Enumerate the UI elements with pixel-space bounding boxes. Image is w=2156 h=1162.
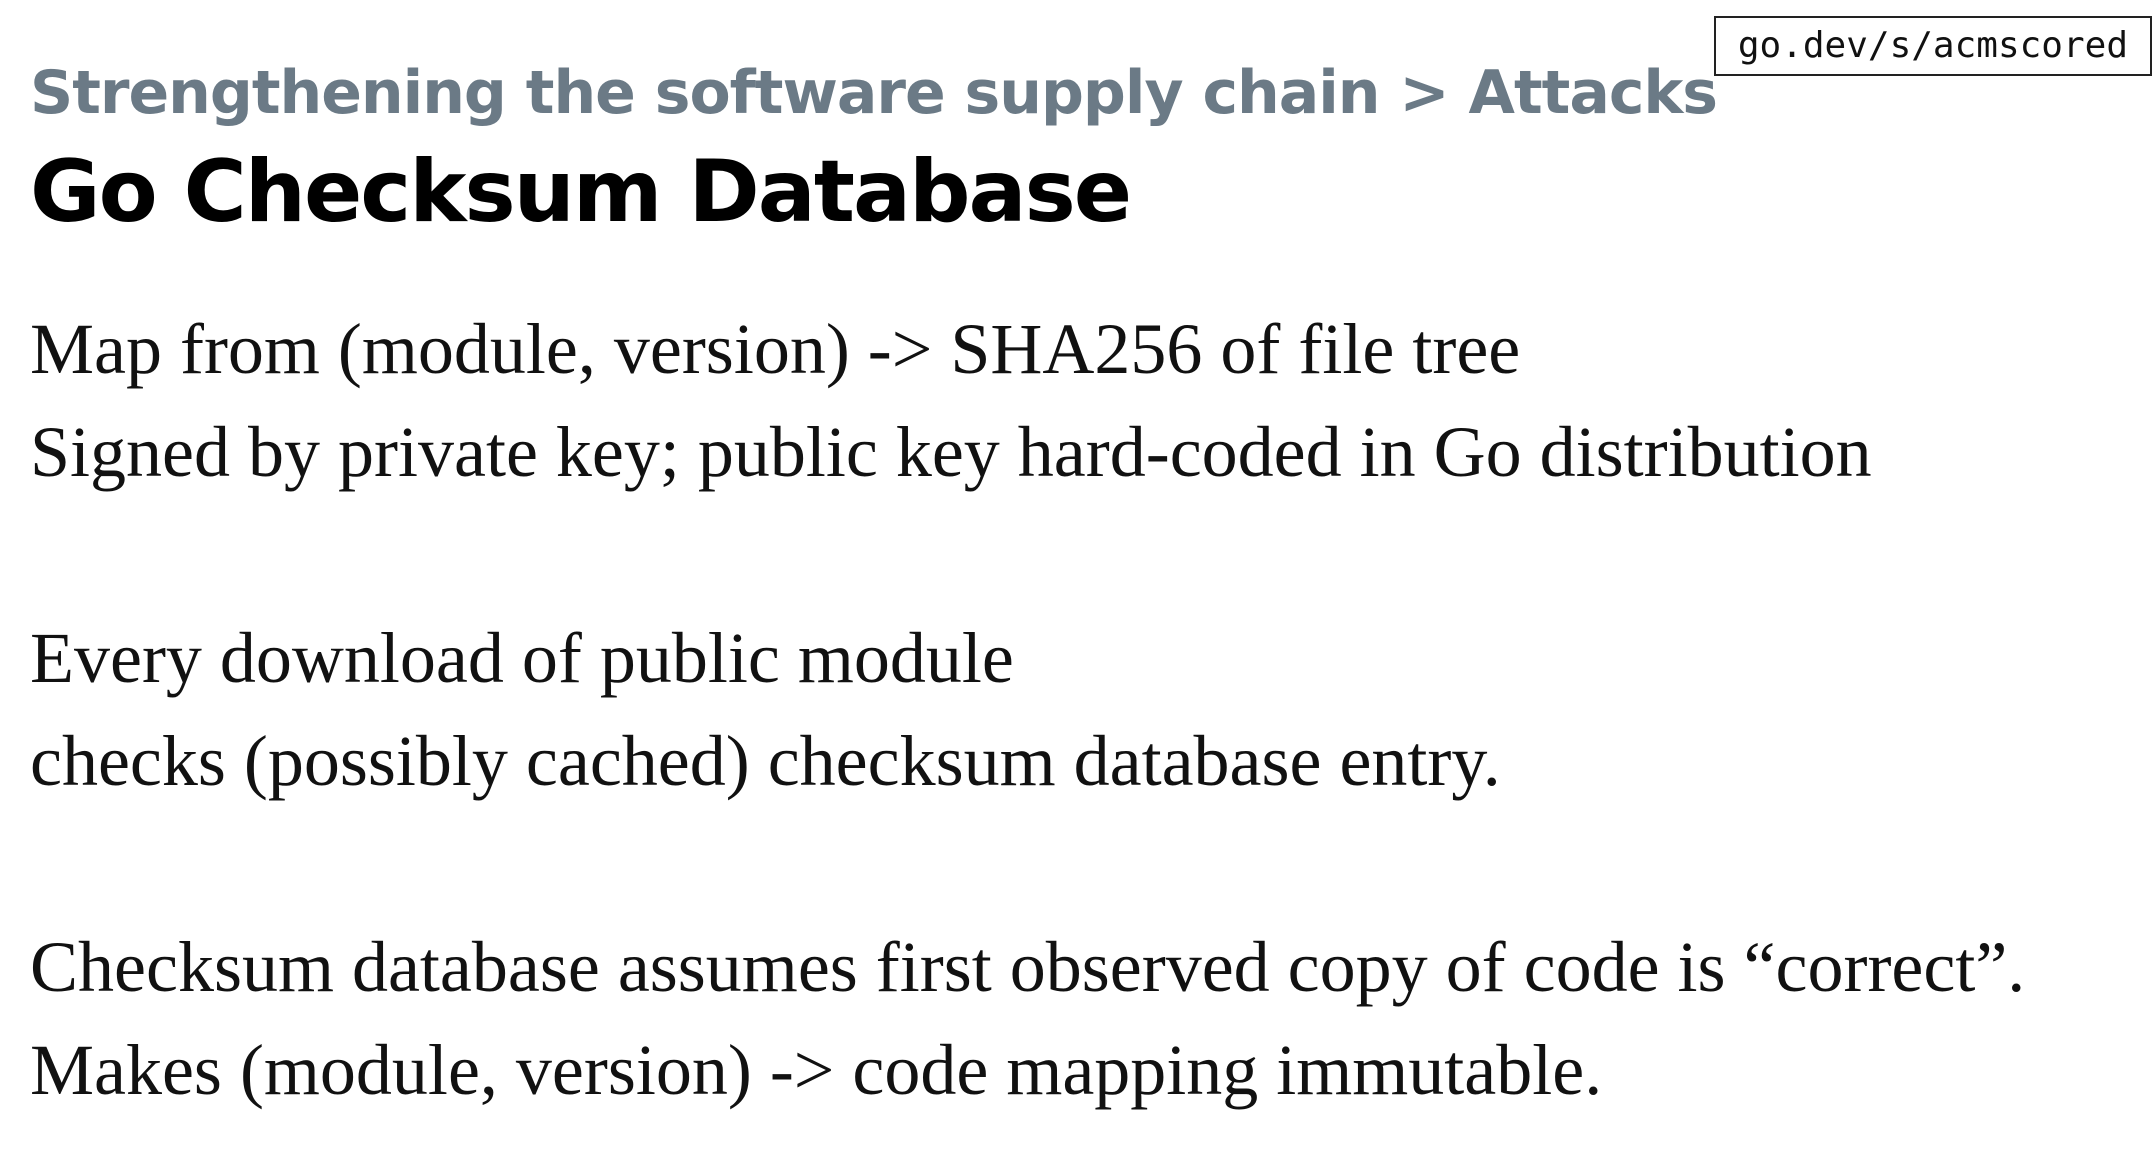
breadcrumb: Strengthening the software supply chain … bbox=[30, 58, 1718, 128]
body-line: Map from (module, version) -> SHA256 of … bbox=[30, 309, 1521, 389]
body-line: checks (possibly cached) checksum databa… bbox=[30, 721, 1501, 801]
paragraph-spacer bbox=[30, 504, 2130, 607]
short-link-badge: go.dev/s/acmscored bbox=[1713, 16, 2152, 76]
slide-body: Map from (module, version) -> SHA256 of … bbox=[30, 298, 2130, 1122]
paragraph-spacer bbox=[30, 813, 2130, 916]
body-line: Makes (module, version) -> code mapping … bbox=[30, 1030, 1603, 1110]
page-title: Go Checksum Database bbox=[30, 142, 1132, 242]
body-line: Checksum database assumes first observed… bbox=[30, 927, 2026, 1007]
body-line: Signed by private key; public key hard-c… bbox=[30, 412, 1872, 492]
body-line: Every download of public module bbox=[30, 618, 1014, 698]
